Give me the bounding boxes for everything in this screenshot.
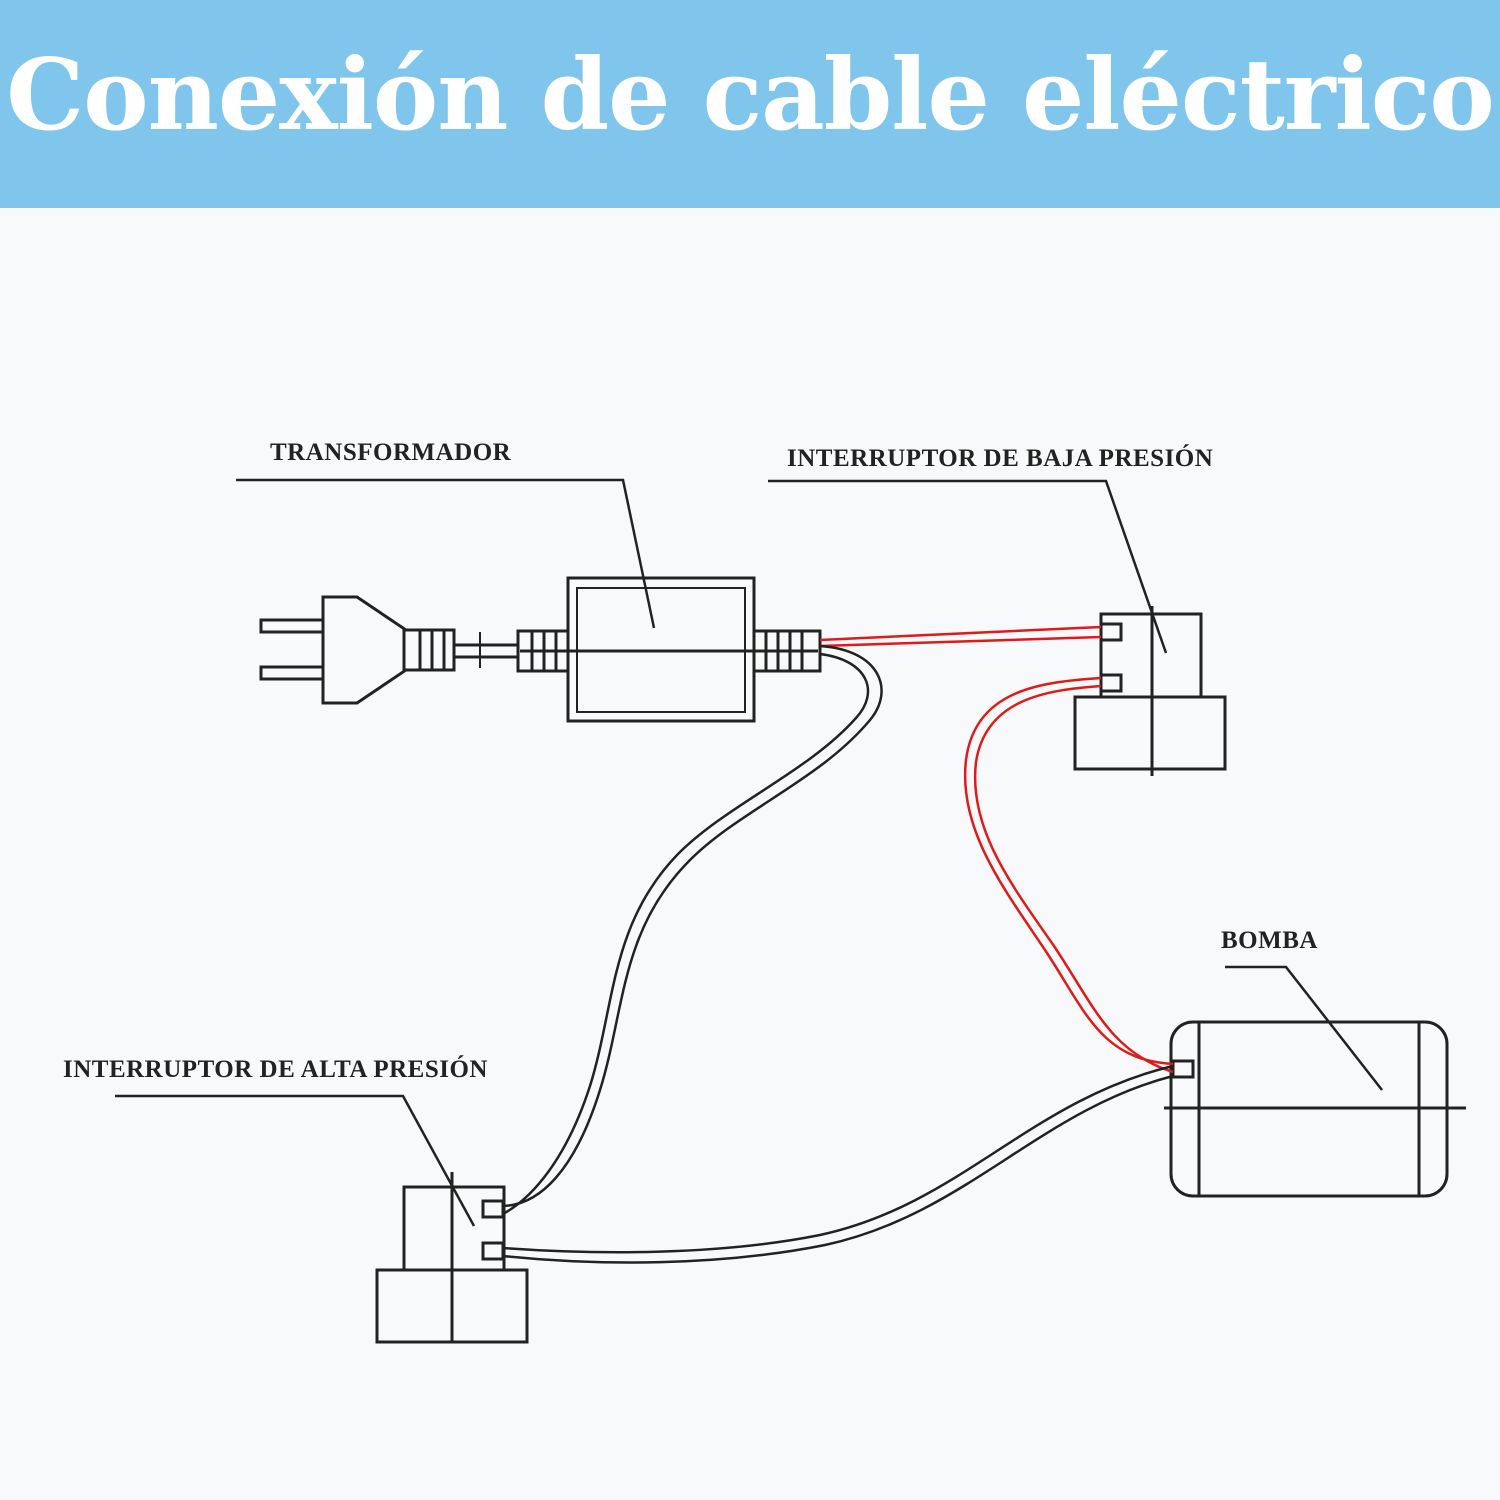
- page-title: Conexión de cable eléctrico: [6, 38, 1495, 153]
- wire-transformer-to-high-switch: [502, 644, 883, 1216]
- label-transformer: TRANSFORMADOR: [270, 439, 512, 466]
- red-wire-transformer-to-low-switch: [819, 625, 1102, 648]
- low-pressure-switch: [1073, 606, 1227, 776]
- power-plug: [259, 595, 456, 705]
- red-wire-low-switch-to-pump: [963, 676, 1174, 1074]
- title-banner: Conexión de cable eléctrico: [0, 0, 1500, 208]
- input-cord: [454, 632, 520, 668]
- label-high-pressure-switch: INTERRUPTOR DE ALTA PRESIÓN: [63, 1055, 488, 1083]
- label-pump: BOMBA: [1221, 927, 1318, 954]
- pump: [1164, 1020, 1466, 1198]
- label-low-pressure-switch: INTERRUPTOR DE BAJA PRESIÓN: [787, 444, 1213, 472]
- high-pressure-switch: [375, 1172, 529, 1344]
- callout-leaders: [115, 478, 1383, 1227]
- transformer-box: [516, 576, 822, 723]
- wire-high-switch-to-pump: [502, 1064, 1174, 1264]
